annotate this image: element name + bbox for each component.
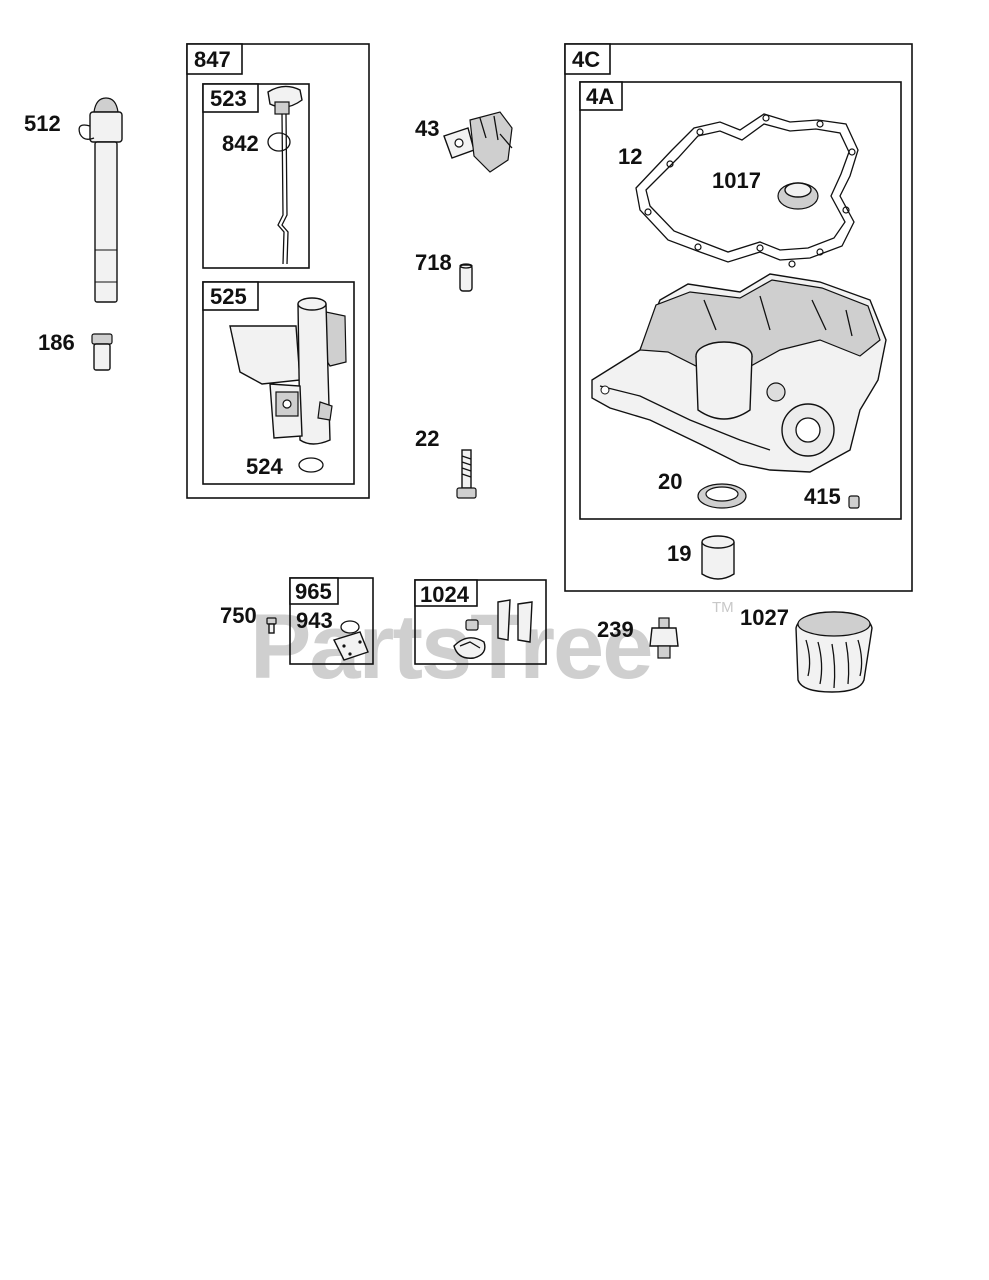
watermark-text: PartsTree	[250, 596, 651, 698]
box-label-1024: 1024	[420, 582, 470, 607]
kit-box-4C[interactable]: 4C	[564, 43, 913, 592]
screw-750-part[interactable]	[266, 617, 277, 634]
kit-box-847[interactable]: 847	[186, 43, 370, 499]
label-186: 186	[38, 330, 75, 355]
o-ring-524-part[interactable]	[298, 457, 324, 473]
box-label-523: 523	[210, 86, 247, 111]
oil-pump-kit-part[interactable]	[453, 599, 533, 659]
screw-22-part[interactable]	[456, 449, 477, 499]
label-943: 943	[296, 608, 333, 633]
kit-box-1024[interactable]: 1024	[414, 579, 547, 665]
label-1027: 1027	[740, 605, 789, 630]
box-label-4A: 4A	[586, 84, 614, 109]
label-842: 842	[222, 131, 259, 156]
label-43: 43	[415, 116, 439, 141]
label-524: 524	[246, 454, 283, 479]
box-label-4C: 4C	[572, 47, 600, 72]
oil-pressure-sensor-part[interactable]	[649, 617, 679, 659]
dipstick-tube-512-part[interactable]	[78, 97, 123, 303]
grommet-186-part[interactable]	[91, 333, 113, 371]
crankcase-sump-part[interactable]	[591, 273, 887, 473]
label-750: 750	[220, 603, 257, 628]
label-19: 19	[667, 541, 691, 566]
oil-fill-tube-part[interactable]	[229, 297, 347, 445]
kit-box-965[interactable]: 965	[289, 577, 374, 665]
kit-box-4A[interactable]: 4A	[579, 81, 902, 520]
label-239: 239	[597, 617, 634, 642]
pin-718-part[interactable]	[459, 263, 473, 292]
dipstick-part[interactable]	[267, 85, 303, 265]
label-12: 12	[618, 144, 642, 169]
box-label-847: 847	[194, 47, 231, 72]
label-22: 22	[415, 426, 439, 451]
seal-1017-part[interactable]	[777, 182, 819, 210]
label-415: 415	[804, 484, 841, 509]
label-718: 718	[415, 250, 452, 275]
label-1017: 1017	[712, 168, 761, 193]
kit-box-523[interactable]: 523	[202, 83, 310, 269]
oil-filter-part[interactable]	[795, 611, 873, 693]
o-ring-842-part[interactable]	[267, 132, 291, 152]
bushing-19-part[interactable]	[701, 535, 735, 580]
box-label-965: 965	[295, 579, 332, 604]
gasket-12-part[interactable]	[635, 113, 859, 268]
label-512: 512	[24, 111, 61, 136]
seal-20-part[interactable]	[697, 483, 747, 509]
plug-415-part[interactable]	[848, 495, 860, 509]
box-label-525: 525	[210, 284, 247, 309]
governor-bracket-43-part[interactable]	[443, 111, 513, 173]
kit-box-525[interactable]: 525	[202, 281, 355, 485]
watermark-trademark: TM	[712, 599, 734, 616]
label-20: 20	[658, 469, 682, 494]
breather-cover-part[interactable]	[333, 620, 369, 661]
